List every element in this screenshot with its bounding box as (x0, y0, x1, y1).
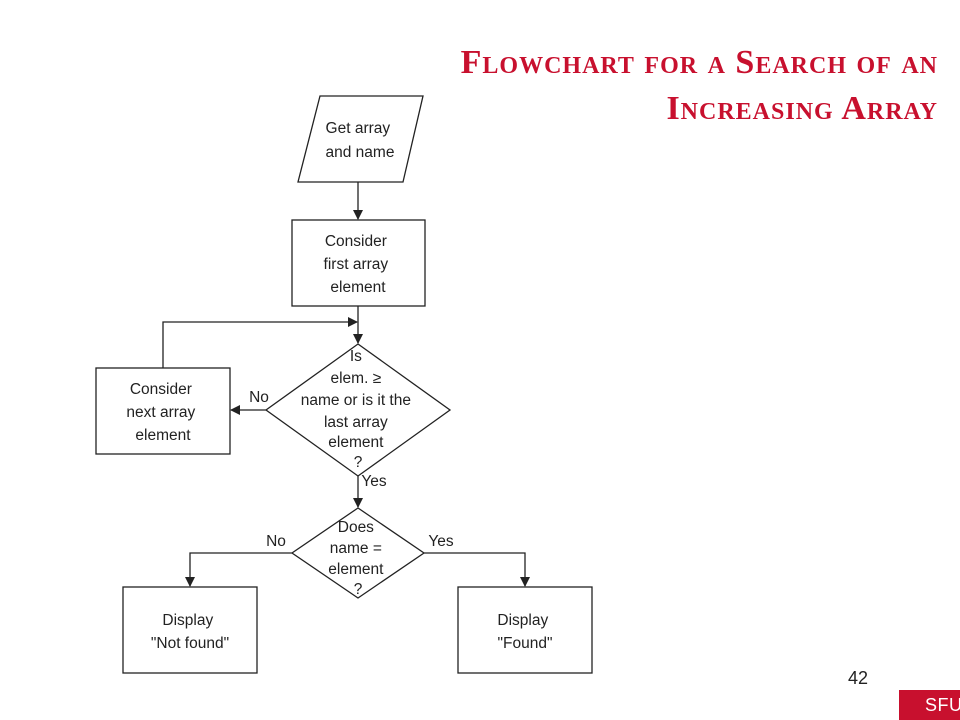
connector-equal-yes-to-found (424, 552, 530, 587)
first-element-text: Consider first array element (324, 233, 393, 296)
not-found-text: Display "Not found" (151, 612, 229, 652)
found-box (457, 586, 593, 674)
next-element-box (95, 367, 231, 455)
decision-compare-text-line: Is (350, 348, 362, 365)
connector-loop-back (162, 317, 358, 368)
edge-label-yes: Yes (361, 473, 387, 490)
sfu-logo: SFU (899, 690, 960, 720)
first-element-text-line: Consider (325, 233, 387, 250)
decision-equal-text: Does name = element ? (328, 519, 387, 598)
not-found-text-line: "Not found" (151, 635, 229, 652)
next-element-text-line: Consider (130, 381, 192, 398)
first-element-text-line: first array (324, 256, 389, 273)
input-text-line: and name (326, 144, 395, 161)
input-text-line: Get array (326, 120, 391, 137)
input-parallelogram (297, 95, 424, 183)
decision-compare-text-line: last array (324, 414, 388, 431)
decision-compare-text: Is elem. ≥ name or is it the last array … (301, 348, 416, 471)
first-element-text-line: element (330, 279, 386, 296)
connector-equal-no-to-not-found (185, 552, 292, 587)
edge-label-no: No (266, 533, 286, 550)
input-text: Get array and name (326, 120, 395, 161)
slide-title-line-1: Flowchart for a Search of an (460, 44, 938, 81)
next-element-text-line: next array (126, 404, 195, 421)
decision-equal-text-line: name = (330, 540, 382, 557)
decision-equal-diamond (290, 507, 426, 599)
decision-compare-text-line: element (328, 434, 384, 451)
edge-label-yes: Yes (428, 533, 454, 550)
found-text-line: "Found" (498, 635, 553, 652)
slide-title-line-2: Increasing Array (666, 90, 938, 127)
found-text-line: Display (497, 612, 548, 629)
decision-equal-text-line: element (328, 561, 384, 578)
decision-compare-text-line: name or is it the (301, 392, 411, 409)
found-text: Display "Found" (497, 612, 552, 652)
edge-label-no: No (249, 389, 269, 406)
decision-equal-text-line: Does (338, 519, 374, 536)
next-element-text-line: element (135, 427, 191, 444)
decision-compare-text-line: elem. ≥ (330, 370, 381, 387)
not-found-box (122, 586, 258, 674)
not-found-text-line: Display (162, 612, 213, 629)
decision-equal-text-line: ? (354, 581, 363, 598)
slide-title: Flowchart for a Search of an Increasing … (218, 40, 938, 132)
decision-compare-text-line: ? (354, 454, 363, 471)
page-number: 42 (848, 668, 869, 688)
next-element-text: Consider next array element (126, 381, 199, 444)
